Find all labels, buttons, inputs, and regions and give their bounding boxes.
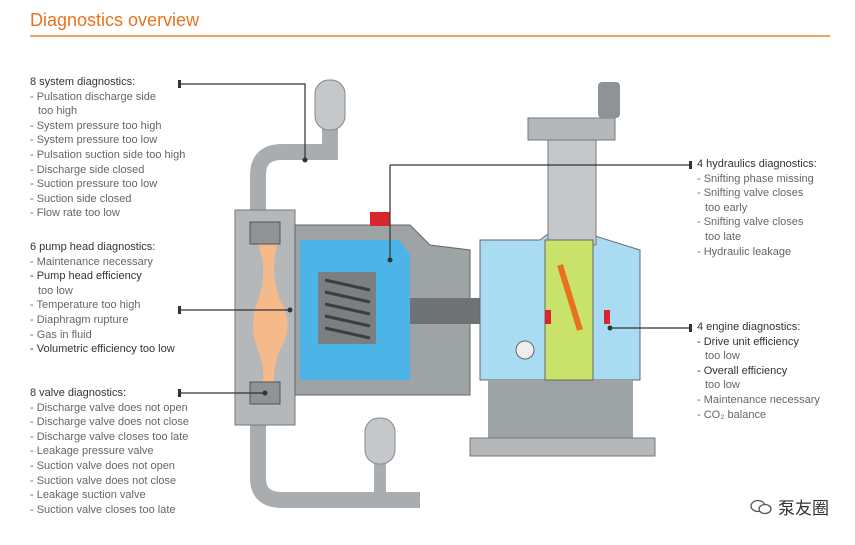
list-item: - Snifting valve closes bbox=[697, 216, 804, 229]
motor-shaft bbox=[515, 340, 535, 360]
list-item: - System pressure too low bbox=[30, 134, 158, 147]
connecting-rod bbox=[557, 264, 583, 331]
stroke-adjust-head bbox=[527, 117, 616, 141]
system-diagnostics-list: 8 system diagnostics: - Pulsation discha… bbox=[30, 75, 185, 221]
list-item: - Flow rate too low bbox=[30, 207, 120, 220]
watermark: 泵友圈 bbox=[750, 494, 829, 519]
drive-base bbox=[488, 380, 633, 438]
hand-wheel-knob bbox=[598, 82, 620, 118]
hydraulics-diagnostics-list: 4 hydraulics diagnostics: - Snifting pha… bbox=[697, 157, 817, 259]
callout-system bbox=[180, 83, 306, 160]
valve-diagnostics-list: 8 valve diagnostics: - Discharge valve d… bbox=[30, 386, 189, 517]
drive-foot bbox=[469, 437, 656, 457]
list-item: too late bbox=[705, 230, 742, 243]
list-item: - Snifting phase missing bbox=[697, 172, 814, 185]
system-diagnostics-heading: 8 system diagnostics: bbox=[30, 76, 136, 88]
list-item: too low bbox=[705, 350, 740, 363]
list-item: - Drive unit efficiency bbox=[697, 335, 799, 348]
list-item: - Pump head efficiency bbox=[30, 270, 142, 283]
list-item: - Pulsation suction side too high bbox=[30, 148, 186, 161]
pressure-relief-cap bbox=[370, 212, 390, 226]
drive-seal-left bbox=[545, 310, 551, 324]
engine-diagnostics-list: 4 engine diagnostics: - Drive unit effic… bbox=[697, 320, 820, 422]
upper-pulsation-damper bbox=[314, 79, 346, 131]
list-item: - Suction valve closes too late bbox=[30, 503, 176, 516]
list-item: - Discharge valve closes too late bbox=[30, 430, 189, 443]
list-item: - Discharge valve does not close bbox=[30, 416, 189, 429]
drive-seal-right bbox=[604, 310, 610, 324]
list-item: - Leakage suction valve bbox=[30, 489, 146, 502]
list-item: - Maintenance necessary bbox=[697, 393, 820, 406]
list-item: - Suction valve does not close bbox=[30, 474, 177, 487]
list-item: too early bbox=[705, 201, 748, 214]
list-item: - Snifting valve closes bbox=[697, 187, 804, 200]
lower-pulsation-damper bbox=[364, 417, 396, 465]
list-item: - Temperature too high bbox=[30, 299, 141, 312]
list-item: - Overall efficiency bbox=[697, 364, 788, 377]
list-item: - Leakage pressure valve bbox=[30, 445, 154, 458]
pump-head-diagnostics-heading: 6 pump head diagnostics: bbox=[30, 241, 156, 253]
list-item: too low bbox=[705, 379, 740, 392]
list-item: - Suction valve does not open bbox=[30, 459, 175, 472]
list-item: - CO₂ balance bbox=[697, 408, 767, 421]
watermark-text: 泵友圈 bbox=[778, 499, 829, 518]
list-item: - Hydraulic leakage bbox=[697, 245, 792, 258]
pump-head-fluid bbox=[253, 235, 288, 395]
list-item: - Volumetric efficiency too low bbox=[30, 343, 175, 356]
list-item: - Suction side closed bbox=[30, 192, 132, 205]
list-item: - Diaphragm rupture bbox=[30, 313, 129, 326]
title-underline bbox=[30, 35, 830, 37]
list-item: - Pulsation discharge side bbox=[30, 90, 156, 103]
list-item: too high bbox=[38, 105, 78, 118]
pump-head-diagnostics-list: 6 pump head diagnostics: - Maintenance n… bbox=[30, 240, 175, 357]
callout-ends bbox=[178, 80, 692, 397]
wechat-icon bbox=[750, 499, 772, 514]
list-item: - Discharge side closed bbox=[30, 163, 145, 176]
callout-hydraulics bbox=[389, 164, 690, 260]
list-item: - Maintenance necessary bbox=[30, 255, 153, 268]
suction-pipe bbox=[250, 420, 420, 508]
list-item: - Discharge valve does not open bbox=[30, 401, 188, 414]
list-item: too low bbox=[38, 284, 73, 297]
list-item: - Gas in fluid bbox=[30, 328, 92, 341]
valve-diagnostics-heading: 8 valve diagnostics: bbox=[30, 387, 126, 399]
page-title: Diagnostics overview bbox=[30, 10, 200, 30]
list-item: - Suction pressure too low bbox=[30, 178, 158, 191]
stroke-adjust-column bbox=[547, 139, 597, 246]
discharge-pipe bbox=[250, 125, 338, 215]
engine-diagnostics-heading: 4 engine diagnostics: bbox=[697, 321, 801, 333]
hydraulics-diagnostics-heading: 4 hydraulics diagnostics: bbox=[697, 158, 817, 170]
list-item: - System pressure too high bbox=[30, 119, 162, 132]
discharge-valve bbox=[249, 221, 281, 245]
callout-lines bbox=[180, 83, 690, 394]
eccentric-slot bbox=[544, 239, 594, 381]
spring-coils bbox=[324, 278, 371, 340]
